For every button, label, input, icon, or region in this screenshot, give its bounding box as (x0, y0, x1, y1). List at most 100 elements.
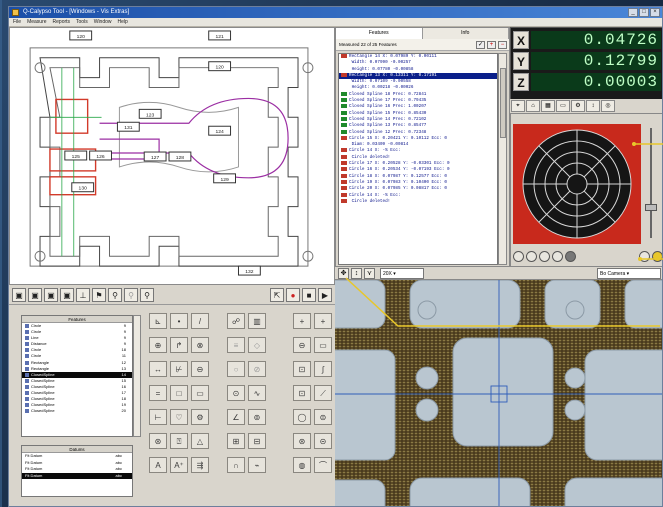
menu-window[interactable]: Window (93, 19, 112, 25)
feature-result-row[interactable]: Circle deleted! (339, 198, 497, 205)
fit-tool-icon[interactable]: ⊡ (293, 361, 311, 377)
gear-tool-icon[interactable]: ⚙ (191, 409, 209, 425)
construct-tool-icon[interactable]: ≡ (227, 337, 245, 353)
x-axis-label[interactable]: X (513, 31, 529, 49)
feature-result-row[interactable]: Closed Spline 18 Prec: 0.72841 (339, 91, 497, 98)
perp-tool-icon[interactable]: ⊢ (149, 409, 167, 425)
slot-tool-icon[interactable]: ⊗ (191, 337, 209, 353)
feature-result-row[interactable]: Width: 0.07109 -0.00558 (339, 79, 497, 85)
zoom-icon[interactable]: ⚲ (140, 287, 154, 302)
angle-tool-icon[interactable]: ⊾ (149, 313, 167, 329)
feature-result-row[interactable]: Closed Spline 12 Prec: 0.72348 (339, 129, 497, 136)
ringlight-button[interactable] (526, 250, 537, 262)
feature-icon[interactable]: ▣ (44, 287, 58, 302)
slider-knob[interactable] (645, 204, 657, 211)
stop-icon[interactable]: ■ (302, 287, 316, 302)
feature-result-row[interactable]: Diam: 0.03409 -0.00814 (339, 142, 497, 148)
move-icon[interactable]: ✥ (338, 268, 349, 279)
feature-result-row[interactable]: Circle deleted! (339, 154, 497, 161)
cad-label-box[interactable]: 125 (64, 150, 88, 161)
record-icon[interactable]: ● (286, 287, 300, 302)
live-camera-view[interactable] (335, 280, 663, 507)
feature-result-row[interactable]: Width: 0.07990 -0.00257 (339, 60, 497, 66)
feature-list-scrollbar[interactable] (498, 53, 507, 265)
feature-result-row[interactable]: Circle 15 X: 0.20421 Y: 0.10112 Ecc: 0 (339, 135, 497, 142)
box-tool-icon[interactable]: ▭ (191, 385, 209, 401)
menu-file[interactable]: File (13, 19, 22, 25)
gauge-tool-icon[interactable]: ⍰ (170, 433, 188, 449)
construct-tool-icon[interactable]: ∩ (227, 457, 245, 473)
part-drawing-canvas[interactable]: 120 121 120 123 124 125 126 127 128 129 … (10, 28, 334, 284)
fit-tool-icon[interactable]: ⊜ (314, 409, 332, 425)
part-drawing-view[interactable]: 120 121 120 123 124 125 126 127 128 129 … (9, 27, 335, 285)
cad-label-box[interactable]: 120 (208, 61, 232, 72)
menu-measure[interactable]: Measure (27, 19, 47, 25)
feature-icon[interactable]: ▣ (60, 287, 74, 302)
feature-icon[interactable]: ▣ (12, 287, 26, 302)
remove-button[interactable]: − (498, 41, 507, 49)
fit-tool-icon[interactable]: ∫ (314, 361, 332, 377)
feature-result-row[interactable]: Circle 19 X: 0.07983 Y: 0.10400 Ecc: 0 (339, 179, 497, 186)
cad-label-box[interactable]: 128 (168, 151, 192, 162)
units-button[interactable]: ⌖ (511, 100, 525, 112)
ruler-icon[interactable]: ▭ (556, 100, 570, 112)
ring-light-control[interactable] (513, 124, 641, 244)
datum-tool-icon[interactable]: ⇶ (191, 457, 209, 473)
distance-tool-icon[interactable]: ↔ (149, 361, 167, 377)
feature-result-row[interactable]: Circle 20 X: 0.07985 Y: 0.08817 Ecc: 0 (339, 186, 497, 192)
feature-result-row[interactable]: Circle 14 X: -% Ecc: (339, 148, 497, 154)
feature-results-list[interactable]: Rectangle 14 X: 0.07989 Y: 0.00111 Width… (338, 53, 498, 265)
text-tool-icon[interactable]: A (149, 457, 167, 473)
zoom-select[interactable]: 20X ▾ (380, 268, 424, 279)
fit-tool-icon[interactable]: ⟋ (314, 385, 332, 401)
home-icon[interactable]: ⌂ (526, 100, 540, 112)
zoom-icon[interactable]: ⚲ (124, 287, 138, 302)
construct-tool-icon[interactable]: ⊘ (248, 361, 266, 377)
light-intensity-slider[interactable] (642, 124, 660, 244)
target-tool-icon[interactable]: ⊛ (149, 433, 167, 449)
fit-tool-icon[interactable]: ▭ (314, 337, 332, 353)
fit-tool-icon[interactable]: ⊛ (293, 433, 311, 449)
z-axis-label[interactable]: Z (513, 73, 529, 91)
fit-tool-icon[interactable]: + (314, 313, 332, 329)
fit-tool-icon[interactable]: ⊡ (293, 385, 311, 401)
feature-result-row[interactable]: Height: 0.07780 -0.00858 (339, 67, 497, 73)
arc-tool-icon[interactable]: ↱ (170, 337, 188, 353)
flag-icon[interactable]: ⚑ (92, 287, 106, 302)
feature-result-row[interactable]: Circle 18 X: 0.07987 Y: 0.12577 Ecc: 0 (339, 173, 497, 180)
fit-tool-icon[interactable]: ⊝ (314, 433, 332, 449)
construct-tool-icon[interactable]: ◇ (248, 337, 266, 353)
feature-result-row[interactable]: Height: 0.00218 -0.00026 (339, 85, 497, 91)
feature-result-row[interactable]: Closed Spline 15 Prec: 0.85430 (339, 110, 497, 117)
circle-tool-icon[interactable]: ⊕ (149, 337, 167, 353)
target-icon[interactable]: ◎ (601, 100, 615, 112)
tab-info[interactable]: Info (422, 28, 509, 39)
width-tool-icon[interactable]: ⊬ (170, 361, 188, 377)
coax-light-button[interactable] (539, 250, 550, 262)
feature-result-row[interactable]: Closed Spline 16 Prec: 1.00207 (339, 104, 497, 110)
cad-label-box[interactable]: 129 (213, 173, 236, 184)
gear-icon[interactable] (639, 250, 650, 262)
camera-image[interactable] (335, 280, 663, 507)
construct-tool-icon[interactable]: ☍ (227, 313, 245, 329)
construct-tool-icon[interactable]: ⊟ (248, 433, 266, 449)
settings-icon[interactable]: ⚙ (571, 100, 585, 112)
check-button[interactable]: ✓ (476, 41, 485, 49)
construct-tool-icon[interactable]: ∿ (248, 385, 266, 401)
cad-label-box[interactable]: 127 (143, 151, 167, 162)
construct-tool-icon[interactable]: ∠ (227, 409, 245, 425)
fit-tool-icon[interactable]: ⌒ (314, 457, 332, 473)
